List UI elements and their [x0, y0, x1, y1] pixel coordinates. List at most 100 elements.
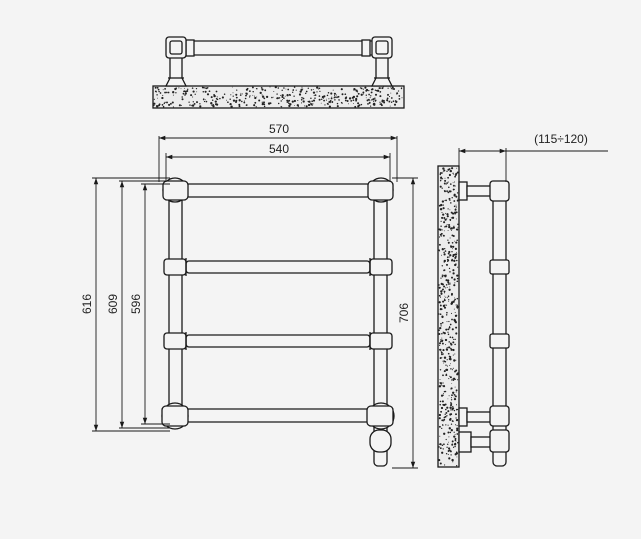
- wall-speckle: [440, 350, 442, 352]
- wall-speckle: [344, 99, 347, 102]
- wall-speckle: [381, 100, 384, 103]
- wall-speckle: [452, 379, 455, 382]
- wall-speckle: [246, 94, 248, 95]
- wall-speckle: [446, 258, 449, 261]
- wall-speckle: [452, 461, 454, 463]
- wall-speckle: [457, 418, 459, 421]
- wall-speckle: [444, 292, 445, 294]
- wall-speckle: [208, 90, 211, 93]
- wall-speckle: [451, 292, 453, 295]
- wall-speckle: [446, 286, 448, 288]
- side-view-wall-texture: [438, 167, 459, 467]
- wall-speckle: [447, 424, 449, 426]
- wall-speckle: [452, 212, 455, 215]
- wall-speckle: [386, 97, 389, 100]
- wall-speckle: [302, 88, 304, 90]
- wall-speckle: [325, 100, 327, 102]
- wall-speckle: [448, 457, 451, 460]
- wall-speckle: [397, 90, 400, 92]
- wall-speckle: [449, 336, 452, 339]
- wall-speckle: [439, 443, 442, 446]
- wall-speckle: [445, 344, 447, 346]
- wall-speckle: [448, 341, 450, 343]
- wall-speckle: [448, 378, 450, 380]
- wall-speckle: [157, 88, 160, 91]
- wall-speckle: [265, 95, 269, 99]
- wall-speckle: [449, 199, 451, 201]
- wall-speckle: [449, 169, 452, 173]
- wall-speckle: [245, 92, 247, 95]
- wall-speckle: [451, 197, 453, 199]
- wall-speckle: [448, 223, 451, 227]
- front-view: [161, 177, 395, 467]
- wall-speckle: [341, 102, 343, 104]
- wall-speckle: [447, 328, 450, 331]
- wall-speckle: [241, 93, 243, 95]
- wall-speckle: [443, 230, 445, 232]
- wall-speckle: [304, 105, 306, 107]
- wall-speckle: [193, 102, 196, 105]
- wall-speckle: [281, 99, 283, 101]
- wall-speckle: [204, 90, 207, 93]
- wall-speckle: [439, 369, 442, 371]
- wall-speckle: [451, 328, 454, 331]
- wall-speckle: [446, 279, 450, 282]
- wall-speckle: [259, 91, 262, 95]
- wall-speckle: [442, 382, 444, 384]
- wall-speckle: [369, 97, 371, 99]
- wall-speckle: [453, 284, 456, 287]
- wall-speckle: [175, 92, 177, 94]
- wall-speckle: [449, 406, 452, 409]
- wall-speckle: [314, 97, 316, 99]
- wall-speckle: [161, 96, 164, 100]
- wall-speckle: [443, 182, 446, 185]
- wall-speckle: [331, 96, 333, 98]
- wall-speckle: [443, 390, 446, 393]
- wall-speckle: [448, 256, 450, 258]
- wall-speckle: [446, 213, 449, 216]
- wall-speckle: [446, 256, 449, 258]
- wall-speckle: [451, 336, 454, 339]
- wall-speckle: [441, 342, 444, 345]
- wall-speckle: [264, 89, 267, 92]
- wall-speckle: [195, 87, 198, 90]
- wall-speckle: [181, 104, 182, 106]
- wall-speckle: [310, 89, 313, 91]
- wall-speckle: [369, 105, 372, 107]
- wall-speckle: [443, 416, 446, 419]
- wall-speckle: [456, 456, 458, 458]
- wall-speckle: [454, 247, 457, 250]
- wall-speckle: [455, 369, 458, 372]
- wall-speckle: [457, 198, 459, 200]
- wall-speckle: [456, 280, 459, 283]
- wall-speckle: [288, 102, 290, 105]
- wall-speckle: [456, 308, 458, 310]
- wall-speckle: [300, 88, 303, 91]
- wall-speckle: [192, 101, 194, 103]
- wall-speckle: [346, 100, 349, 102]
- wall-speckle: [438, 204, 441, 207]
- wall-speckle: [441, 216, 444, 219]
- wall-speckle: [438, 301, 441, 304]
- wall-speckle: [235, 93, 238, 96]
- wall-speckle: [443, 251, 445, 254]
- wall-speckle: [335, 94, 337, 96]
- wall-speckle: [441, 333, 443, 335]
- wall-speckle: [438, 333, 441, 335]
- wall-speckle: [379, 91, 382, 93]
- wall-speckle: [387, 93, 389, 96]
- wall-speckle: [456, 199, 459, 202]
- wall-speckle: [447, 453, 449, 455]
- wall-speckle: [235, 96, 238, 99]
- wall-speckle: [365, 97, 367, 99]
- wall-speckle: [446, 190, 448, 193]
- wall-speckle: [452, 248, 454, 250]
- wall-speckle: [288, 104, 291, 108]
- wall-speckle: [312, 91, 316, 94]
- wall-speckle: [362, 91, 365, 94]
- wall-speckle: [287, 88, 290, 91]
- wall-speckle: [442, 374, 444, 377]
- wall-speckle: [446, 406, 449, 409]
- wall-speckle: [442, 424, 443, 426]
- wall-speckle: [328, 101, 330, 103]
